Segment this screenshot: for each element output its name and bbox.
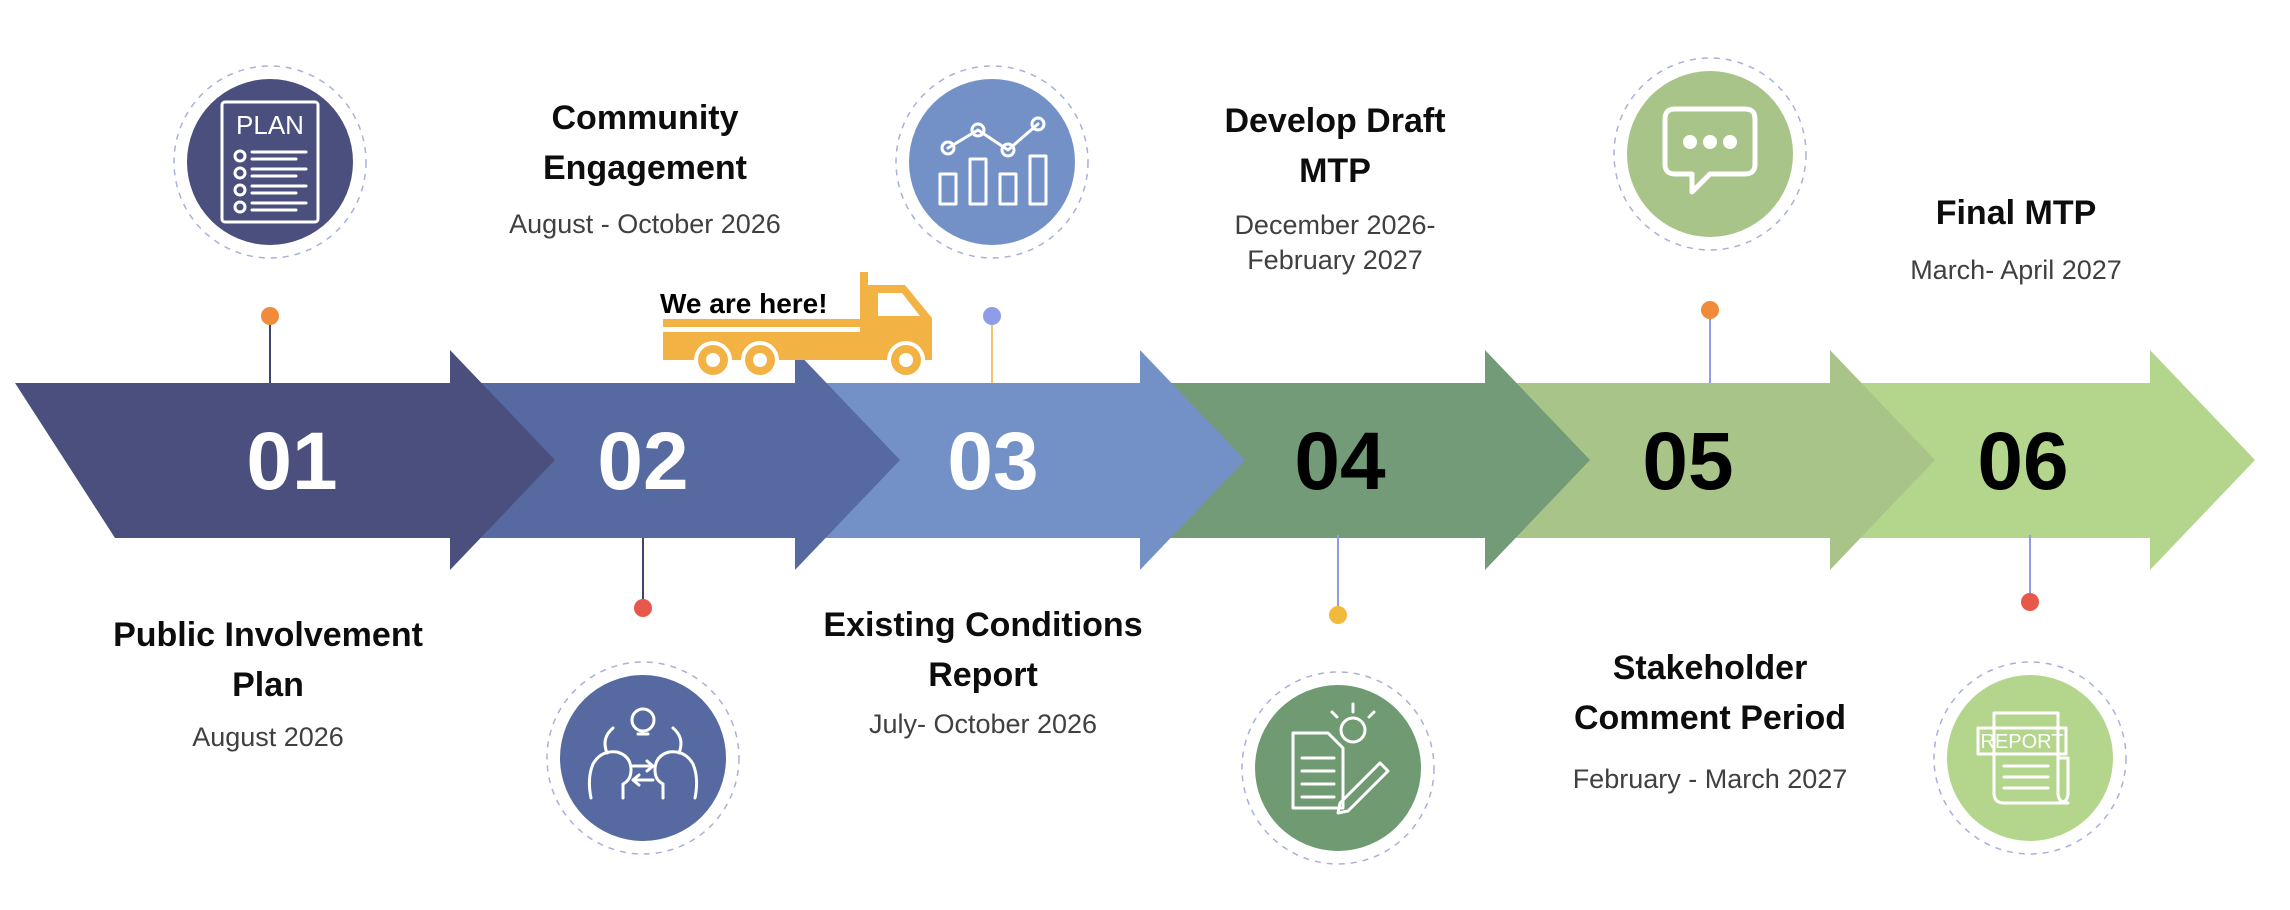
connector-dot [1701, 301, 1719, 319]
milestone-title-line: Comment Period [1573, 699, 1847, 737]
milestone-title-line: Report [928, 656, 1038, 694]
milestone-title-line: Existing Conditions [823, 606, 1143, 644]
milestone-date: December 2026- February 2027 [1155, 208, 1515, 278]
step-number-06: 06 [1977, 416, 2068, 507]
timeline-arrow-01 [15, 350, 555, 570]
milestone-title-line: Plan [232, 666, 304, 704]
milestone-title-line: Develop Draft [1224, 102, 1446, 140]
timeline-arrow-06 [1855, 350, 2255, 570]
milestone-date: July- October 2026 [803, 707, 1163, 742]
milestone-date: March- April 2027 [1836, 253, 2196, 288]
connector-dot [983, 307, 1001, 325]
milestone-title-line: Stakeholder [1612, 649, 1808, 687]
milestone-title-line: MTP [1299, 152, 1371, 190]
milestone-date-line: February 2027 [1247, 245, 1423, 275]
timeline-arrow-05 [1515, 350, 1935, 570]
milestone-date: February - March 2027 [1530, 762, 1890, 797]
connector-dot [634, 599, 652, 617]
truck-label: We are here! [660, 288, 828, 319]
milestone-date-line: December 2026- [1234, 210, 1436, 240]
step-number-01: 01 [246, 416, 337, 507]
bar-chart-icon [895, 65, 1089, 259]
connector-dot [261, 307, 279, 325]
report-document-icon: REPORT [1933, 661, 2127, 855]
svg-text:PLAN: PLAN [236, 110, 304, 140]
document-pencil-icon [1241, 671, 1435, 865]
milestone-date-line: July- October 2026 [868, 709, 1098, 739]
connector-dot [1329, 606, 1347, 624]
milestone-title-line: Engagement [542, 149, 748, 187]
milestone-date: August 2026 [88, 720, 448, 755]
timeline-arrow-02 [470, 350, 900, 570]
truck-icon [663, 272, 932, 379]
svg-text:REPORT: REPORT [1981, 731, 2064, 753]
chat-bubble-icon [1613, 57, 1807, 251]
milestone-title-line: Public Involvement [113, 616, 423, 654]
step-number-03: 03 [947, 416, 1038, 507]
connector-dot [2021, 593, 2039, 611]
plan-document-icon: PLAN [173, 65, 367, 259]
timeline-arrow-04 [1165, 350, 1590, 570]
milestone-date-line: February - March 2027 [1572, 764, 1848, 794]
step-number-04: 04 [1294, 416, 1386, 507]
step-number-05: 05 [1642, 416, 1733, 507]
idea-exchange-icon [546, 661, 740, 855]
timeline-arrow-03 [820, 350, 1245, 570]
milestone-date-line: August - October 2026 [509, 209, 781, 239]
milestone-date-line: March- April 2027 [1910, 255, 2122, 285]
milestone-date: August - October 2026 [465, 207, 825, 242]
milestone-title-line: Community [551, 99, 739, 137]
milestone-date-line: August 2026 [192, 722, 344, 752]
step-number-02: 02 [597, 416, 688, 507]
milestone-title: Final MTP [1836, 188, 2196, 238]
milestone-title-line: Final MTP [1935, 194, 2097, 232]
